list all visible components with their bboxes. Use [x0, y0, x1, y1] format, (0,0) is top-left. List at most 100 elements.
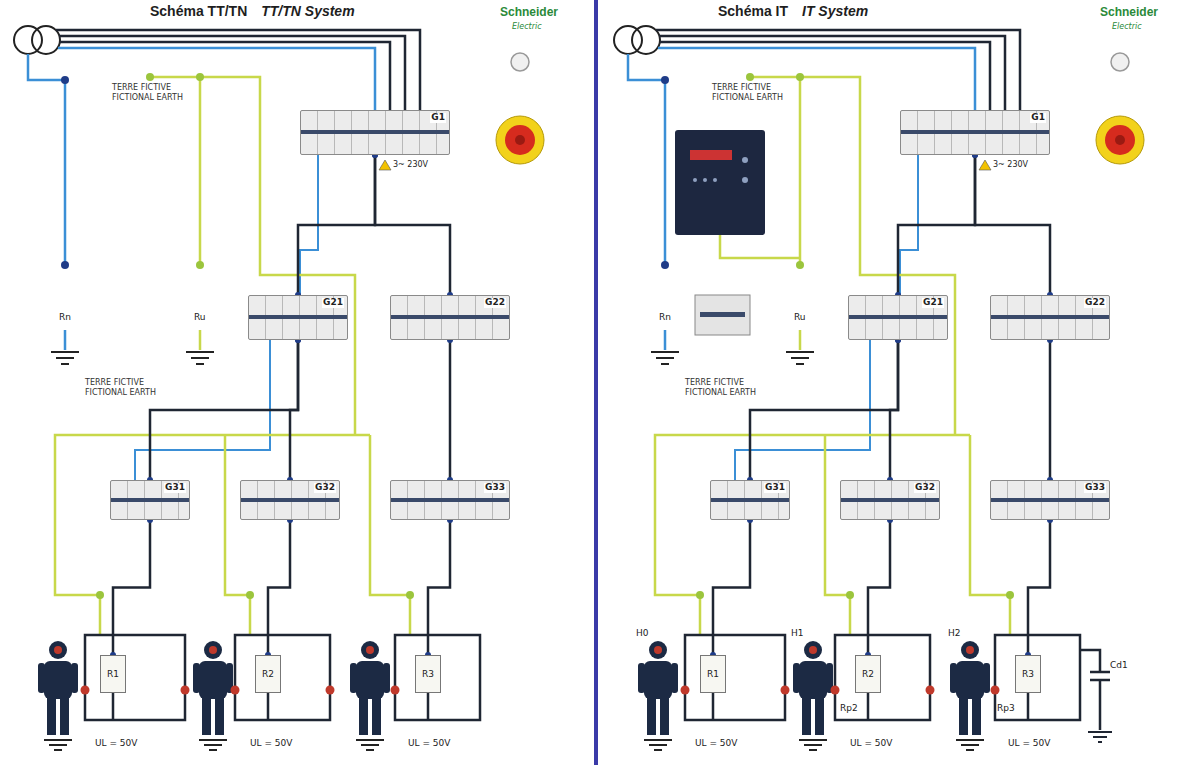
- earth-label: FICTIONAL EARTH: [712, 93, 783, 102]
- voltage-rating: 3~ 230V: [393, 160, 428, 169]
- power-wire: [1049, 340, 1052, 480]
- power-wire: [113, 520, 150, 655]
- brand-logo: Schneider: [500, 6, 558, 20]
- small-breaker: [695, 295, 750, 335]
- breaker-label: G21: [322, 298, 344, 308]
- insulation-monitor: [675, 130, 765, 235]
- load-device: R2: [855, 655, 881, 693]
- load-label: R1: [707, 669, 719, 679]
- circuit-breaker: G21: [248, 295, 348, 340]
- panel-subtitle: TT/TN System: [261, 3, 354, 19]
- power-wire: [428, 520, 450, 655]
- component-label: Cd1: [1110, 660, 1128, 670]
- earth-label: FICTIONAL EARTH: [685, 388, 756, 397]
- resistance-label: Ru: [794, 312, 806, 322]
- breaker-label: G21: [922, 298, 944, 308]
- panel-title: Schéma TT/TN: [150, 3, 247, 19]
- power-wire: [449, 340, 452, 480]
- breaker-label: G32: [914, 483, 936, 493]
- circuit-breaker: G31: [110, 480, 190, 520]
- circuit-breaker: G32: [840, 480, 940, 520]
- voltage-limit: UL = 50V: [95, 738, 137, 748]
- power-wire: [290, 340, 298, 480]
- circuit-breaker: G31: [710, 480, 790, 520]
- load-device: R3: [1015, 655, 1041, 693]
- load-label: R3: [1022, 669, 1034, 679]
- breaker-label: G32: [314, 483, 336, 493]
- capacitor-symbol: [1080, 650, 1112, 742]
- component-label: Rp2: [840, 703, 858, 713]
- power-wire: [1028, 520, 1050, 655]
- monitor-earth-link: [720, 235, 800, 258]
- power-wire: [975, 155, 1050, 295]
- power-wire: [375, 155, 450, 295]
- earth-label: TERRE FICTIVE: [85, 378, 144, 387]
- circuit-breaker: G1: [900, 110, 1050, 155]
- voltage-limit: UL = 50V: [695, 738, 737, 748]
- load-device: R1: [100, 655, 126, 693]
- power-wire: [868, 520, 890, 655]
- breaker-label: G33: [1084, 483, 1106, 493]
- earth-label: TERRE FICTIVE: [712, 83, 771, 92]
- breaker-label: G31: [164, 483, 186, 493]
- brand-logo: Electric: [1112, 22, 1142, 31]
- tt-panel-wiring: [14, 26, 544, 750]
- component-label: H1: [791, 628, 804, 638]
- voltage-limit: UL = 50V: [250, 738, 292, 748]
- load-label: R3: [422, 669, 434, 679]
- panel-heading: Schéma IT IT System: [718, 3, 868, 19]
- voltage-limit: UL = 50V: [850, 738, 892, 748]
- earth-label: FICTIONAL EARTH: [112, 93, 183, 102]
- circuit-breaker: G22: [990, 295, 1110, 340]
- breaker-label: G1: [1030, 113, 1046, 123]
- load-device: R1: [700, 655, 726, 693]
- voltage-limit: UL = 50V: [1008, 738, 1050, 748]
- circuit-breaker: G33: [990, 480, 1110, 520]
- breaker-label: G1: [430, 113, 446, 123]
- earth-label: TERRE FICTIVE: [685, 378, 744, 387]
- voltage-limit: UL = 50V: [408, 738, 450, 748]
- power-wire: [750, 340, 898, 480]
- power-wire: [150, 340, 298, 480]
- panel-divider: [594, 0, 598, 765]
- panel-title: Schéma IT: [718, 3, 788, 19]
- load-device: R3: [415, 655, 441, 693]
- earth-label: TERRE FICTIVE: [112, 83, 171, 92]
- monitor-display: [690, 150, 732, 160]
- circuit-breaker: G21: [848, 295, 948, 340]
- load-label: R2: [262, 669, 274, 679]
- breaker-label: G33: [484, 483, 506, 493]
- circuit-breaker: G32: [240, 480, 340, 520]
- load-device: R2: [255, 655, 281, 693]
- component-label: H0: [636, 628, 649, 638]
- breaker-label: G22: [484, 298, 506, 308]
- it-panel-wiring: [614, 26, 1144, 750]
- breaker-label: G22: [1084, 298, 1106, 308]
- panel-heading: Schéma TT/TN TT/TN System: [150, 3, 355, 19]
- power-wire: [898, 155, 975, 295]
- small-breaker-handle: [700, 312, 745, 317]
- voltage-rating: 3~ 230V: [993, 160, 1028, 169]
- component-label: H2: [948, 628, 961, 638]
- power-wire: [268, 520, 290, 655]
- breaker-label: G31: [764, 483, 786, 493]
- brand-logo: Electric: [512, 22, 542, 31]
- circuit-breaker: G22: [390, 295, 510, 340]
- power-wire: [890, 340, 898, 480]
- circuit-breaker: G1: [300, 110, 450, 155]
- earth-label: FICTIONAL EARTH: [85, 388, 156, 397]
- brand-logo: Schneider: [1100, 6, 1158, 20]
- resistance-label: Rn: [59, 312, 71, 322]
- circuit-breaker: G33: [390, 480, 510, 520]
- power-wire: [713, 520, 750, 655]
- it-extras: [675, 130, 1112, 742]
- power-wire: [298, 155, 375, 295]
- resistance-label: Ru: [194, 312, 206, 322]
- panel-subtitle: IT System: [802, 3, 868, 19]
- load-label: R1: [107, 669, 119, 679]
- resistance-label: Rn: [659, 312, 671, 322]
- component-label: Rp3: [997, 703, 1015, 713]
- load-label: R2: [862, 669, 874, 679]
